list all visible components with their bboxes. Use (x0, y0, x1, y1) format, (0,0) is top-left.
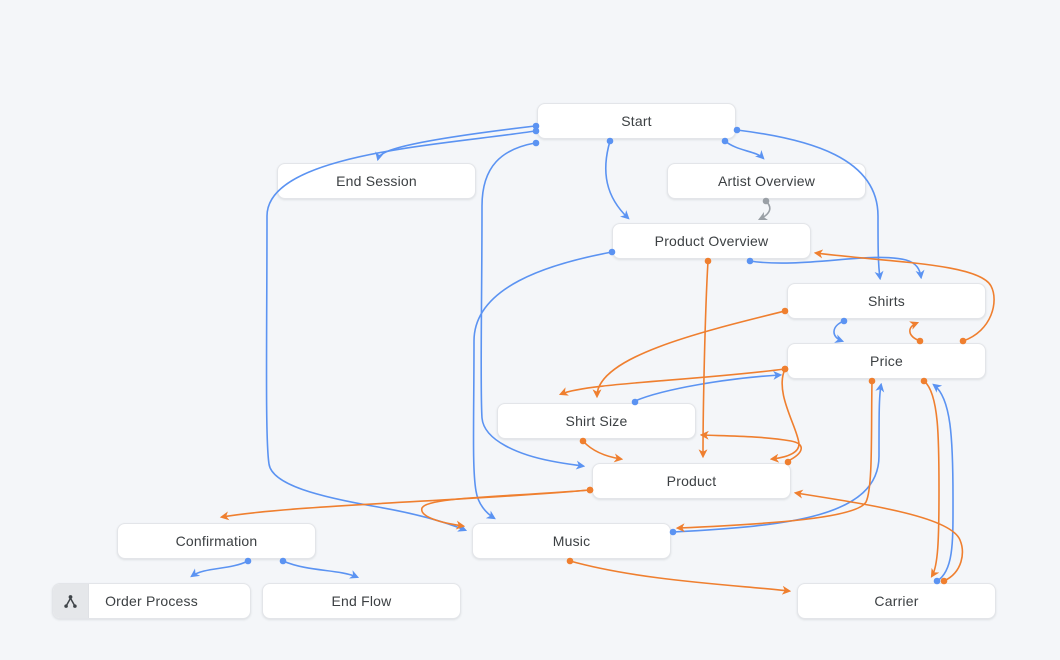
edge-price-to-carrier (923, 380, 940, 578)
edge-product_overview-to-shirts (749, 256, 925, 280)
node-label: Confirmation (175, 533, 258, 549)
edge-confirmation-to-end_flow (282, 560, 360, 579)
edge-product-to-confirmation (219, 489, 591, 521)
node-price[interactable]: Price (787, 343, 986, 379)
node-shirts[interactable]: Shirts (787, 283, 986, 319)
node-label: Product Overview (654, 233, 769, 249)
node-order-process[interactable]: Order Process (52, 583, 251, 619)
edge-artist_overview-to-product_overview (757, 200, 771, 221)
edge-product-to-music (421, 489, 591, 530)
flow-split-icon (53, 584, 89, 618)
node-end-session[interactable]: End Session (277, 163, 476, 199)
node-label: Music (552, 533, 591, 549)
node-end-flow[interactable]: End Flow (262, 583, 461, 619)
dot-start (532, 139, 540, 147)
node-start[interactable]: Start (537, 103, 736, 139)
node-label: Product (666, 473, 717, 489)
node-label: Price (870, 353, 903, 369)
node-product-overview[interactable]: Product Overview (612, 223, 811, 259)
edge-shirt_size-to-product (582, 440, 624, 463)
edge-music-to-carrier (569, 560, 792, 595)
edge-confirmation-to-order_process (190, 560, 249, 578)
edge-start-to-artist_overview (724, 140, 765, 160)
node-music[interactable]: Music (472, 523, 671, 559)
edge-carrier-to-price (932, 383, 954, 582)
edge-price-to-shirt_size (558, 368, 786, 396)
node-carrier[interactable]: Carrier (797, 583, 996, 619)
edge-product-to-shirt_size (699, 430, 802, 462)
node-label: Artist Overview (717, 173, 816, 189)
edge-price-to-product (769, 368, 800, 463)
node-label: Start (621, 113, 652, 129)
node-label: End Flow (331, 593, 392, 609)
node-artist-overview[interactable]: Artist Overview (667, 163, 866, 199)
node-label: Order Process (105, 593, 198, 609)
node-confirmation[interactable]: Confirmation (117, 523, 316, 559)
node-shirt-size[interactable]: Shirt Size (497, 403, 696, 439)
node-product[interactable]: Product (592, 463, 791, 499)
edge-carrier-to-product (793, 489, 964, 582)
node-label: Shirts (868, 293, 905, 309)
edge-product_overview-to-product (698, 260, 709, 459)
node-label: Shirt Size (565, 413, 628, 429)
edge-shirts-to-shirt_size (592, 310, 786, 399)
node-label: End Session (336, 173, 417, 189)
edge-music-to-price (672, 382, 885, 533)
edge-shirt_size-to-price (634, 370, 783, 402)
edge-start-to-end_session (375, 125, 536, 162)
edge-start-to-product_overview (604, 140, 630, 220)
node-label: Carrier (874, 593, 919, 609)
edge-price-to-shirts (909, 321, 921, 342)
edge-price-to-music (675, 380, 873, 533)
edge-shirts-to-price (833, 320, 845, 343)
